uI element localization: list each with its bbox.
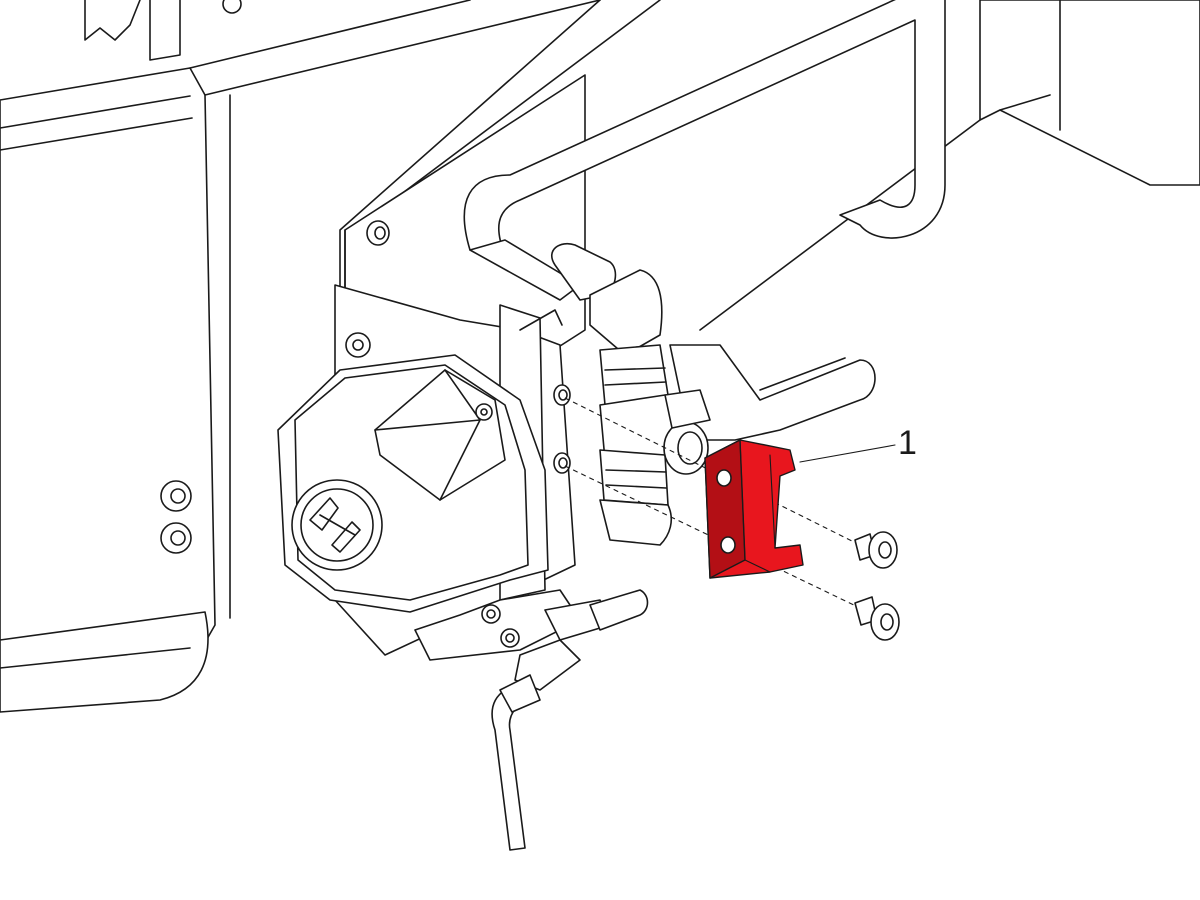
plate-screw: [366, 220, 390, 246]
main-housing: [0, 0, 601, 713]
lower-screw-1: [481, 604, 501, 624]
housing-screw-top: [160, 480, 192, 512]
housing-screw-bottom: [160, 522, 192, 554]
bracket-front-face: [704, 439, 746, 579]
valve-screw-1: [345, 332, 371, 358]
solenoid-cap: [277, 354, 549, 613]
bracket-icon: [704, 439, 804, 579]
lower-screw-2: [500, 628, 520, 648]
valve-port-upper: [553, 384, 571, 406]
logo-icon: [291, 479, 383, 571]
screw-icon: [854, 531, 898, 569]
cap-screw: [475, 403, 493, 421]
fitting-assembly: [551, 243, 677, 546]
callout-number: 1: [898, 424, 917, 462]
coolant-tube-upper: [463, 0, 946, 301]
drain-hose: [491, 674, 541, 851]
coolant-tube-right: [663, 344, 876, 475]
callout-1: 1: [799, 424, 917, 463]
valve-port-lower: [553, 452, 571, 474]
screw-lower: [854, 596, 900, 641]
